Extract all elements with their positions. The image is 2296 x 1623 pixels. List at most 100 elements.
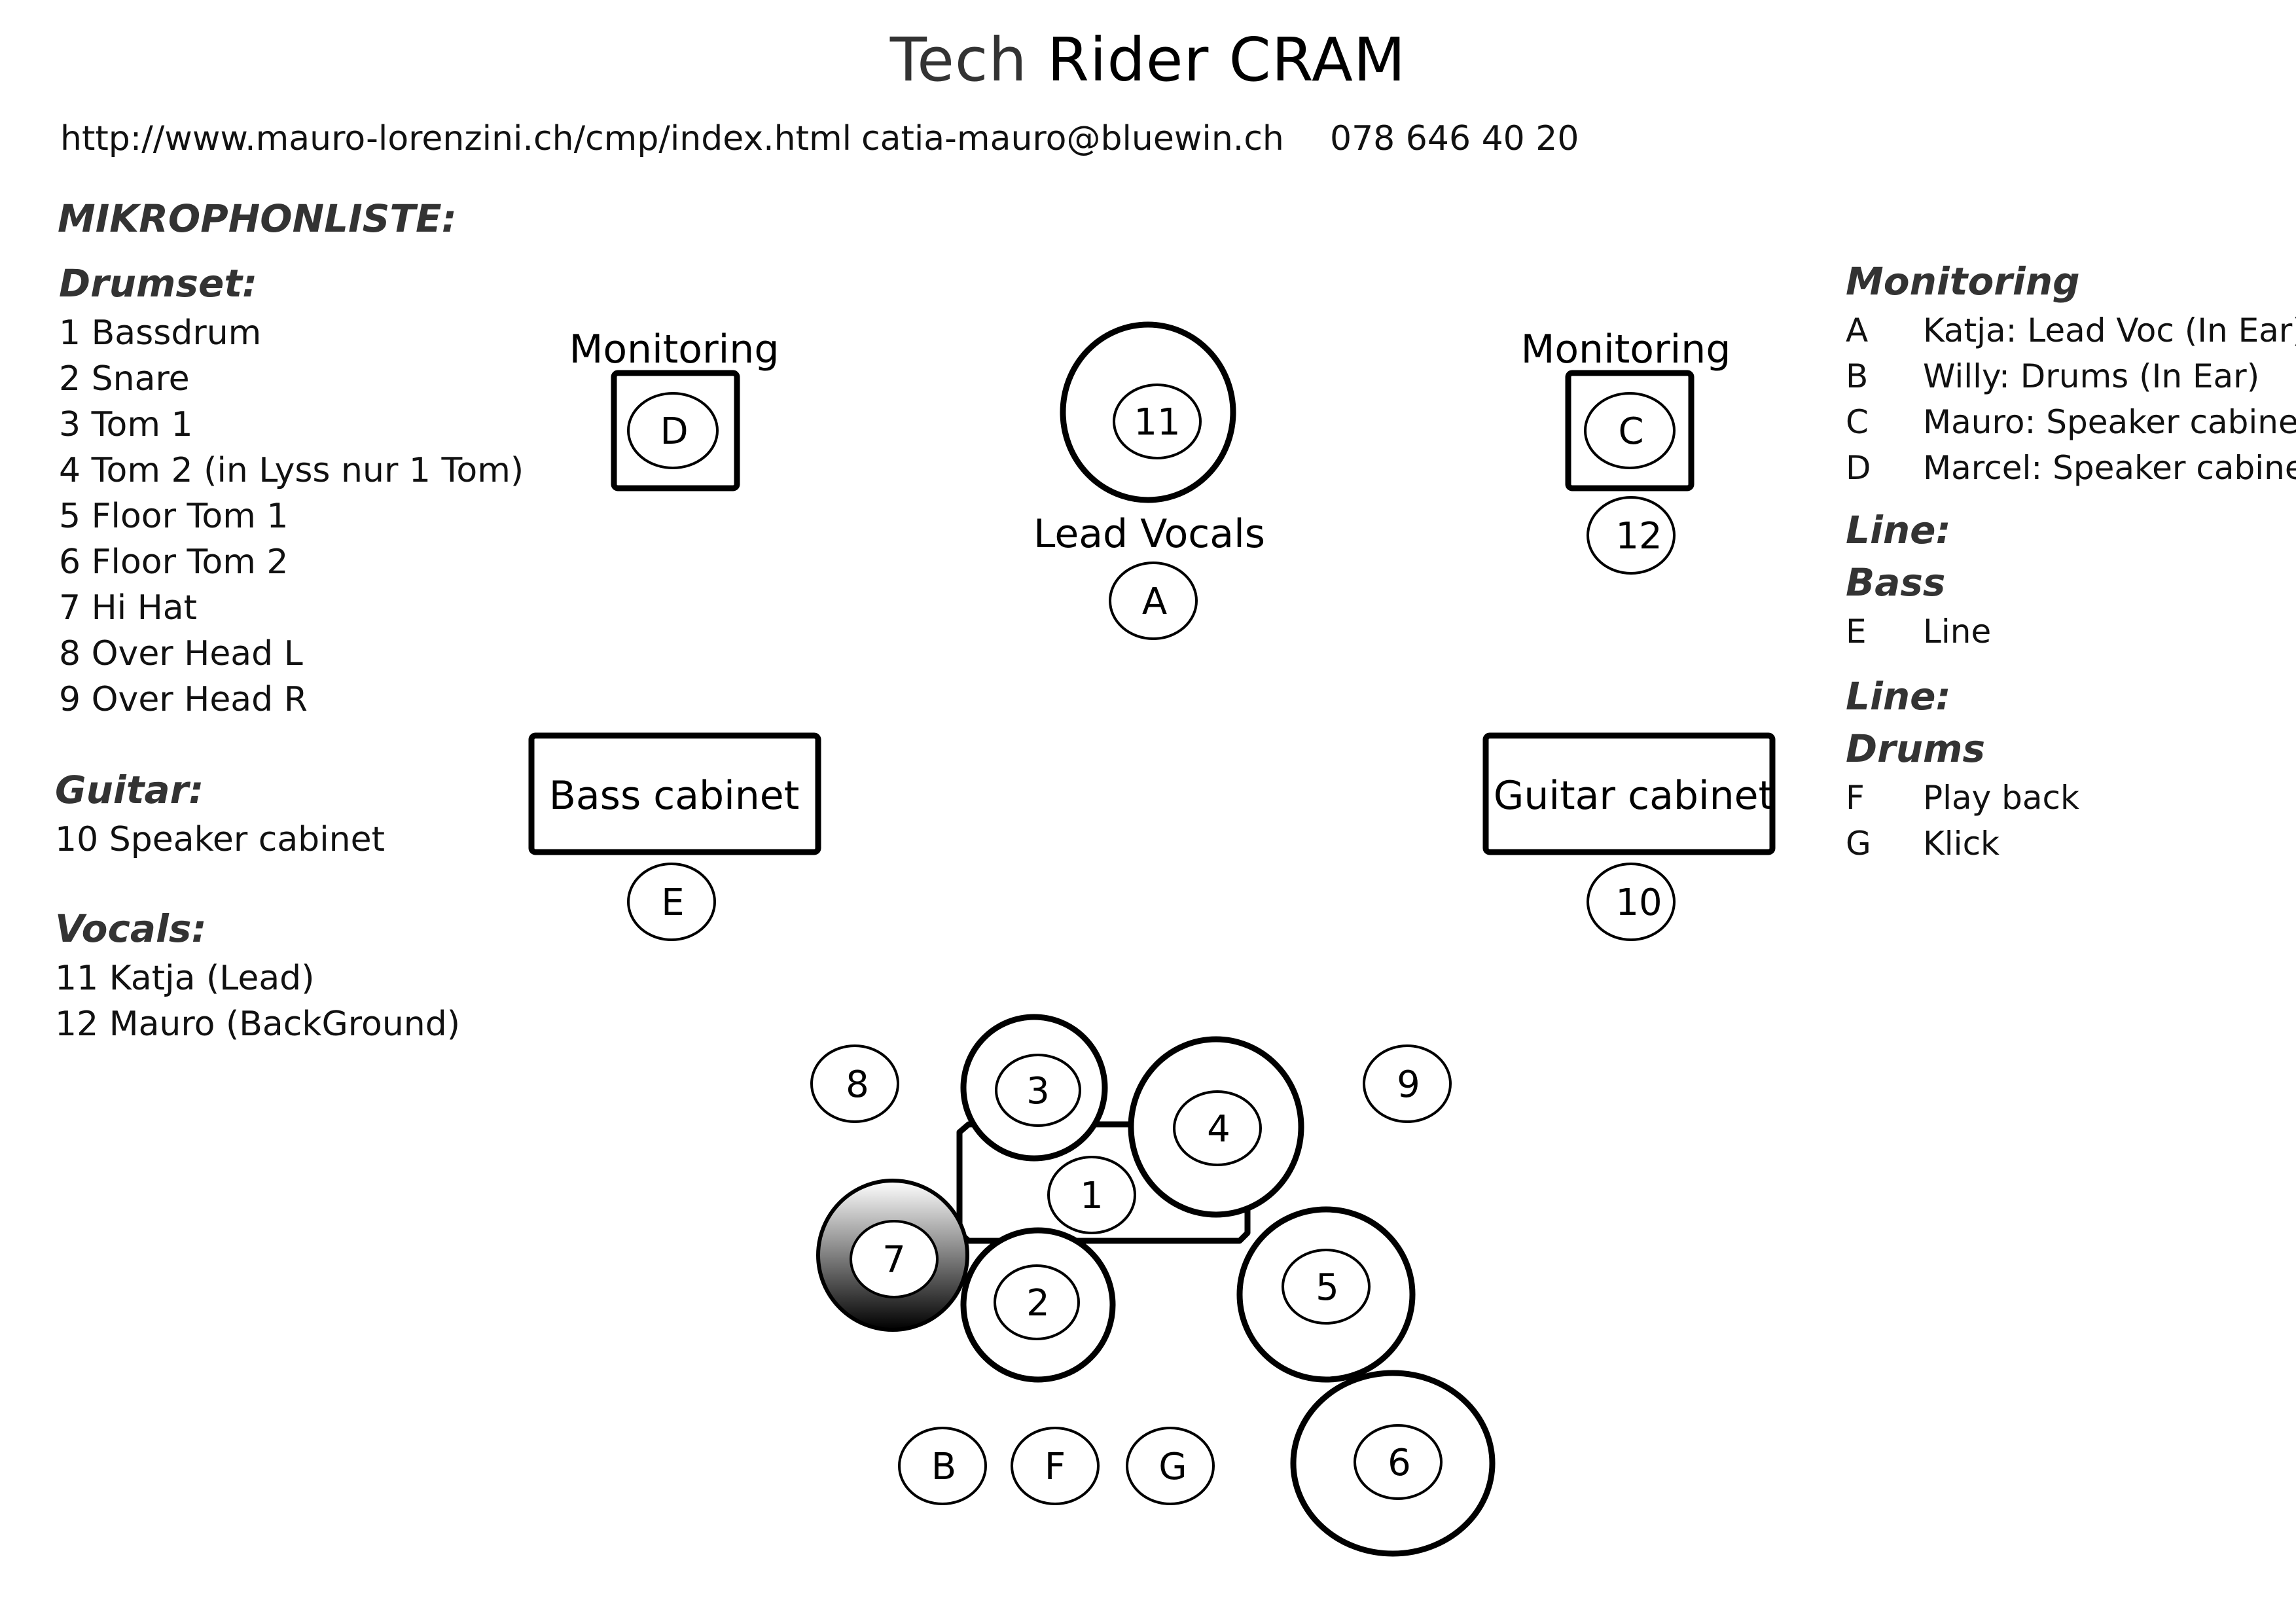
floor-tom1-mic-number: 5	[1316, 1266, 1339, 1309]
legend-text: Marcel: Speaker cabinet	[1923, 449, 2296, 487]
monitoring-legend: Monitoring A Katja: Lead Voc (In Ear) B Wi…	[1846, 255, 2296, 491]
backing-vocal-mic-number: 12	[1615, 515, 1662, 558]
legend-key: E	[1846, 613, 1867, 651]
drumset-section: Drumset: 1 Bassdrum 2 Snare 3 Tom 1 4 To…	[59, 257, 524, 722]
monitor-right-marker	[1584, 392, 1676, 469]
monitoring-item: D Marcel: Speaker cabinet	[1846, 445, 2296, 491]
title-part2: Rider CRAM	[1047, 25, 1407, 95]
floor-tom2-mic-number: 6	[1388, 1442, 1411, 1484]
mic-list-item: 8 Over Head L	[59, 634, 303, 673]
guitar-cabinet-label: Guitar cabinet	[1494, 773, 1774, 819]
bass-line-letter: E	[661, 882, 684, 924]
hihat-mic	[850, 1220, 939, 1298]
floor-tom2-drum	[1290, 1370, 1496, 1557]
floor-tom2-mic	[1354, 1424, 1443, 1500]
tom2-drum	[1128, 1036, 1304, 1218]
lead-vocal-mic-number: 11	[1134, 401, 1180, 444]
legend-text: Klick	[1923, 825, 2000, 863]
guitar-cabinet	[1482, 732, 1776, 855]
line-bass-heading: Line:	[1846, 508, 1951, 552]
lead-vocal-position	[1060, 321, 1236, 503]
lead-vocal-mic	[1113, 383, 1202, 459]
floor-tom1-drum	[1236, 1206, 1416, 1383]
line-item: G Klick	[1846, 821, 2079, 866]
drums-subheading: Drums	[1846, 726, 1985, 771]
legend-key: C	[1846, 403, 1869, 441]
bass-line-marker	[627, 863, 716, 941]
website-link[interactable]: http://www.mauro-lorenzini.ch/cmp/index.…	[60, 119, 852, 158]
snare-mic-number: 2	[1026, 1282, 1050, 1325]
legend-text: Willy: Drums (In Ear)	[1923, 357, 2260, 395]
line-drums-heading: Line:	[1846, 674, 1951, 719]
legend-key: B	[1846, 357, 1869, 395]
guitar-section: Guitar: 10 Speaker cabinet	[55, 763, 385, 863]
klick-marker	[1126, 1427, 1215, 1505]
tom1-mic-number: 3	[1026, 1070, 1050, 1113]
page-title: Tech Rider CRAM	[0, 25, 2296, 95]
mic-list-item: 11 Katja (Lead)	[55, 959, 315, 998]
snare-drum	[960, 1227, 1116, 1383]
bass-cabinet	[528, 732, 821, 855]
monitoring-item: C Mauro: Speaker cabinet	[1846, 399, 2296, 445]
mic-list-item: 9 Over Head R	[59, 680, 308, 719]
monitor-left-marker	[627, 392, 719, 469]
phone-number: 078 646 40 20	[1330, 119, 1579, 158]
playback-marker	[1011, 1427, 1100, 1505]
legend-key: F	[1846, 779, 1865, 817]
overhead-left-mic-number: 8	[846, 1063, 869, 1106]
overhead-right-mic	[1363, 1044, 1452, 1123]
hihat-mic-number: 7	[882, 1239, 906, 1281]
legend-key: A	[1846, 312, 1869, 349]
monitor-label-left: Monitoring	[569, 327, 780, 372]
monitor-right-letter: C	[1618, 410, 1643, 453]
guitar-mic-number: 10	[1615, 882, 1662, 924]
drums-in-ear-marker	[898, 1427, 987, 1505]
lead-vocal-monitor-letter: A	[1142, 580, 1167, 623]
email-link[interactable]: catia-mauro@bluewin.ch	[861, 119, 1284, 158]
legend-text: Mauro: Speaker cabinet	[1923, 403, 2296, 441]
playback-letter: F	[1045, 1446, 1066, 1488]
mic-list-heading: MIKROPHONLISTE:	[58, 196, 457, 241]
legend-text: Play back	[1923, 779, 2079, 817]
tom2-mic-number: 4	[1207, 1108, 1230, 1150]
monitor-right-wedge	[1565, 370, 1695, 491]
bassdrum-mic-number: 1	[1080, 1175, 1103, 1217]
mic-list-item: 10 Speaker cabinet	[55, 820, 385, 859]
legend-key: D	[1846, 449, 1871, 487]
legend-text: Line	[1923, 613, 1992, 651]
mic-list-item: 12 Mauro (BackGround)	[55, 1005, 461, 1044]
legend-key: G	[1846, 825, 1871, 863]
legend-text: Katja: Lead Voc (In Ear)	[1923, 312, 2296, 349]
mic-list-item: 1 Bassdrum	[59, 313, 262, 353]
tom1-mic	[995, 1054, 1081, 1127]
tom2-mic	[1173, 1090, 1262, 1166]
overhead-left-mic	[810, 1044, 899, 1123]
title-part1: Tech	[889, 25, 1028, 95]
mic-list-item: 6 Floor Tom 2	[59, 543, 289, 582]
snare-mic	[994, 1264, 1080, 1340]
tom1-drum	[960, 1014, 1108, 1162]
vocals-section: Vocals: 11 Katja (Lead) 12 Mauro (BackGr…	[55, 902, 460, 1047]
monitoring-heading: Monitoring	[1846, 259, 2080, 304]
mic-list-item: 5 Floor Tom 1	[59, 497, 289, 536]
klick-letter: G	[1158, 1446, 1187, 1488]
mic-list-item: 4 Tom 2 (in Lyss nur 1 Tom)	[59, 451, 524, 490]
guitar-mic	[1587, 863, 1676, 941]
monitor-label-right: Monitoring	[1521, 327, 1731, 372]
mic-list-item: 3 Tom 1	[59, 405, 193, 444]
line-drums-legend: Line: Drums F Play back G Klick	[1846, 670, 2079, 866]
lead-vocal-monitor	[1109, 562, 1198, 640]
mic-list-item: 7 Hi Hat	[59, 588, 198, 628]
monitor-left-wedge	[611, 370, 740, 491]
guitar-heading: Guitar:	[55, 768, 204, 812]
drumset-heading: Drumset:	[59, 261, 258, 306]
floor-tom1-mic	[1282, 1249, 1371, 1325]
backing-vocal-mic	[1587, 496, 1676, 575]
lead-vocals-label: Lead Vocals	[1033, 511, 1265, 557]
drums-in-ear-letter: B	[931, 1446, 956, 1488]
bass-cabinet-label: Bass cabinet	[549, 773, 800, 819]
monitoring-item: A Katja: Lead Voc (In Ear)	[1846, 308, 2296, 353]
